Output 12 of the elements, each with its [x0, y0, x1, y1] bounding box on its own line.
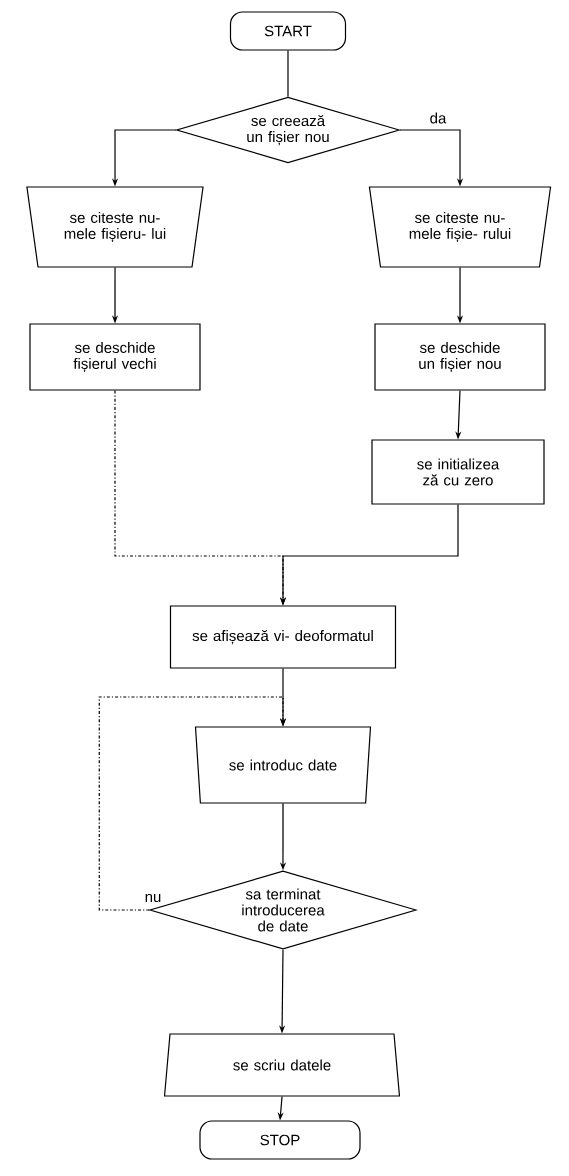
- input-box: se citeste nu- mele fișie- rului: [368, 186, 552, 268]
- terminal-box: STOP: [199, 1120, 361, 1160]
- process-box: se afișează vi- deoformatul: [169, 605, 397, 669]
- input-box: se introduc date: [194, 726, 372, 804]
- input-box: se citeste nu- mele fișieru- lui: [26, 186, 204, 268]
- process-box: se deschide fișierul vechi: [29, 323, 201, 391]
- process-box: se deschide un fișier nou: [374, 323, 546, 391]
- arrow: [98, 696, 287, 911]
- output-box: se scriu datele: [163, 1033, 401, 1097]
- terminal-box: START: [229, 11, 347, 51]
- process-box: se initializea ză cu zero: [371, 439, 545, 505]
- edge-label: da: [428, 111, 448, 125]
